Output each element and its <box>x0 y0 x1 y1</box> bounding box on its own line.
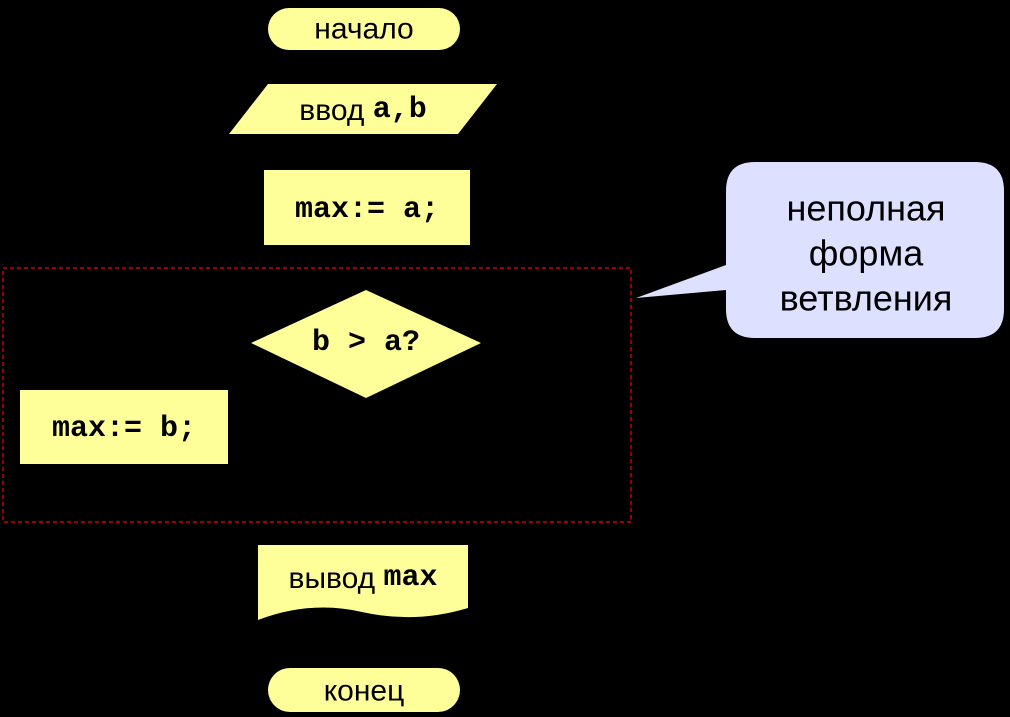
end-terminal: конец <box>268 668 460 712</box>
assign-b-label: max:= b; <box>52 412 196 446</box>
input-vars: a,b <box>373 93 427 127</box>
callout-line-3: ветвления <box>780 278 953 319</box>
input-block: ввод a,b <box>229 84 497 134</box>
callout-line-2: форма <box>809 233 924 274</box>
condition-label: b > a? <box>312 326 420 360</box>
callout-shape <box>636 162 1004 338</box>
input-shape <box>229 84 497 134</box>
output-vars: max <box>383 561 437 595</box>
output-shape <box>258 545 468 620</box>
start-label: начало <box>314 13 413 46</box>
input-label: ввод a,b <box>299 93 426 127</box>
output-block: вывод max <box>258 545 468 620</box>
assign-a-label: max:= a; <box>295 193 439 227</box>
start-shape <box>268 8 460 50</box>
output-prefix: вывод <box>289 562 376 595</box>
assign-a-shape <box>264 170 470 245</box>
callout-line-1: неполная <box>786 188 945 229</box>
end-shape <box>268 668 460 712</box>
assign-b-shape <box>20 390 228 464</box>
assign-a-block: max:= a; <box>264 170 470 245</box>
callout-bubble: неполная форма ветвления <box>636 162 1004 338</box>
start-terminal: начало <box>268 8 460 50</box>
condition-block: b > a? <box>251 290 481 398</box>
condition-shape <box>251 290 481 398</box>
output-label: вывод max <box>289 561 438 595</box>
end-label: конец <box>324 675 405 708</box>
assign-b-block: max:= b; <box>20 390 228 464</box>
input-prefix: ввод <box>299 94 364 127</box>
